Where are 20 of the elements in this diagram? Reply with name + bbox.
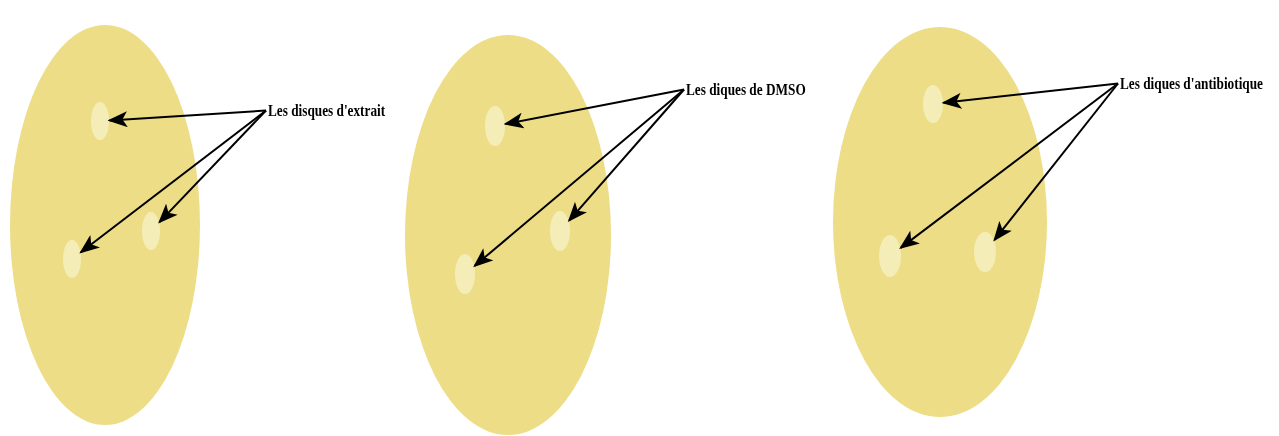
leader-arrow <box>473 88 685 268</box>
leader-arrow <box>567 88 685 223</box>
callout-label: Les disques d'extrait <box>268 101 386 120</box>
callout-label: Les diques de DMSO <box>686 80 806 99</box>
paper-disk <box>63 240 81 278</box>
paper-disk <box>485 106 505 146</box>
leader-arrow <box>503 88 685 129</box>
leader-arrow <box>993 82 1119 242</box>
paper-disk <box>455 254 475 294</box>
leader-arrow <box>79 109 267 254</box>
paper-disk <box>974 232 996 272</box>
leader-arrow <box>107 109 267 128</box>
leader-arrow <box>941 82 1119 109</box>
paper-disk <box>923 85 943 123</box>
paper-disk <box>550 211 570 251</box>
paper-disk <box>142 212 160 250</box>
paper-disk <box>879 235 901 277</box>
paper-disk <box>91 102 109 140</box>
callout-label: Les diques d'antibiotique <box>1120 74 1263 93</box>
leader-arrow <box>899 82 1119 250</box>
